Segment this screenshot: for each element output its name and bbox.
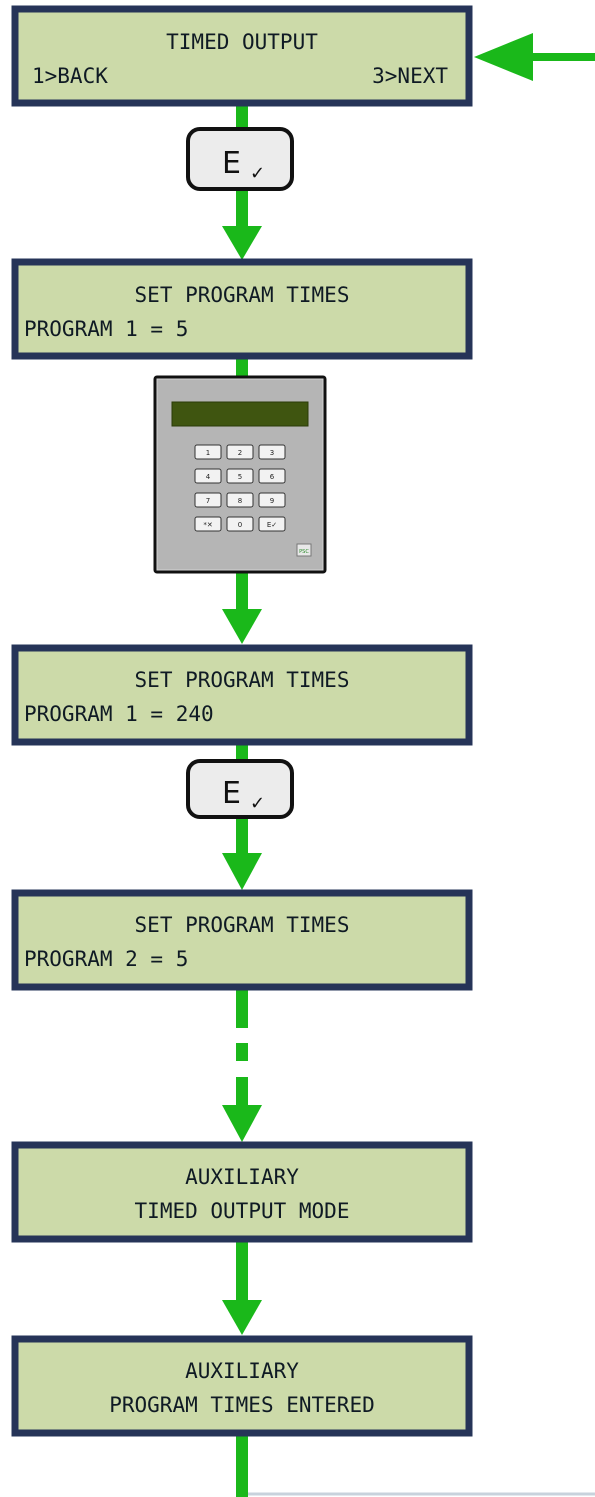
lcd-screen-program-1-edited: SET PROGRAM TIMES PROGRAM 1 = 240 [11,644,473,746]
connector-3a [236,742,248,762]
screen-title: SET PROGRAM TIMES [135,668,350,692]
keypad-display [171,401,309,427]
keypad-key-7[interactable] [194,492,222,508]
connector-2b [236,572,248,612]
keypad-label-5: 5 [238,473,242,481]
screen-title: SET PROGRAM TIMES [135,913,350,937]
lcd-screen-auxiliary-entered: AUXILIARY PROGRAM TIMES ENTERED [11,1335,473,1437]
connector-1b [236,189,248,227]
program-value: PROGRAM 2 = 5 [24,947,188,971]
keypad-label-7: 7 [206,497,210,505]
keypad-logo [296,543,312,557]
keypad-key-6[interactable] [258,468,286,484]
keypad-key-star[interactable] [194,516,222,532]
screen-title: TIMED OUTPUT [166,30,318,54]
screen-subtitle: PROGRAM TIMES ENTERED [109,1393,375,1417]
keypad-key-8[interactable] [226,492,254,508]
arrow-down-3 [222,853,262,890]
keypad-buttons[interactable]: 1 2 3 4 5 6 7 8 9 *✕ 0 E✓ [194,444,286,532]
keypad-label-1: 1 [206,449,210,457]
keypad-key-1[interactable] [194,444,222,460]
connector-3b [236,817,248,855]
keypad-key-enter[interactable] [258,516,286,532]
keypad-key-5[interactable] [226,468,254,484]
screen-title: AUXILIARY [185,1165,299,1189]
return-arrow-shaft [530,53,595,61]
keypad-label-6: 6 [270,473,275,481]
keypad-label-2: 2 [238,449,242,457]
return-arrow-head [474,33,533,81]
lcd-screen-timed-output: TIMED OUTPUT 1>BACK 3>NEXT [11,5,473,107]
screen-title: SET PROGRAM TIMES [135,283,350,307]
connector-6 [236,1435,248,1497]
next-option: 3>NEXT [372,64,448,88]
keypad-key-0[interactable] [226,516,254,532]
back-option: 1>BACK [32,64,108,88]
keypad-label-star: *✕ [203,521,212,529]
check-icon: ✓ [250,163,265,184]
enter-key-letter: E [222,146,241,181]
keypad-label-3: 3 [270,449,274,457]
check-icon: ✓ [250,793,265,814]
lcd-screen-program-2: SET PROGRAM TIMES PROGRAM 2 = 5 [11,889,473,991]
keypad-label-9: 9 [270,497,274,505]
return-loop [244,1492,595,1496]
connector-2a [236,355,248,377]
keypad-key-9[interactable] [258,492,286,508]
arrow-down-1 [222,226,262,260]
enter-key[interactable]: E ✓ [186,759,294,819]
keypad-key-4[interactable] [194,468,222,484]
dash-2 [236,1043,248,1061]
lcd-screen-auxiliary-mode: AUXILIARY TIMED OUTPUT MODE [11,1141,473,1243]
enter-key-letter: E [222,776,241,811]
arrow-down-4 [222,1105,262,1142]
keypad-key-2[interactable] [226,444,254,460]
keypad-label-4: 4 [206,473,211,481]
dash-3 [236,1077,248,1107]
screen-title: AUXILIARY [185,1359,299,1383]
arrow-down-2 [222,609,262,644]
lcd-screen-program-1-default: SET PROGRAM TIMES PROGRAM 1 = 5 [11,258,473,360]
keypad-key-3[interactable] [258,444,286,460]
keypad-label-enter: E✓ [267,521,277,529]
arrow-down-5 [222,1300,262,1335]
connector-1a [236,106,248,132]
flow-connectors [222,33,595,1497]
screen-subtitle: TIMED OUTPUT MODE [135,1199,350,1223]
enter-key[interactable]: E ✓ [186,127,294,191]
keypad-label-0: 0 [238,521,242,529]
keypad-device[interactable]: 1 2 3 4 5 6 7 8 9 *✕ 0 E✓ PSC [153,375,327,574]
connector-5 [236,1240,248,1302]
program-value: PROGRAM 1 = 240 [24,702,214,726]
program-value: PROGRAM 1 = 5 [24,317,188,341]
keypad-logo-text: PSC [299,549,309,555]
keypad-label-8: 8 [238,497,242,505]
dash-1 [236,988,248,1028]
